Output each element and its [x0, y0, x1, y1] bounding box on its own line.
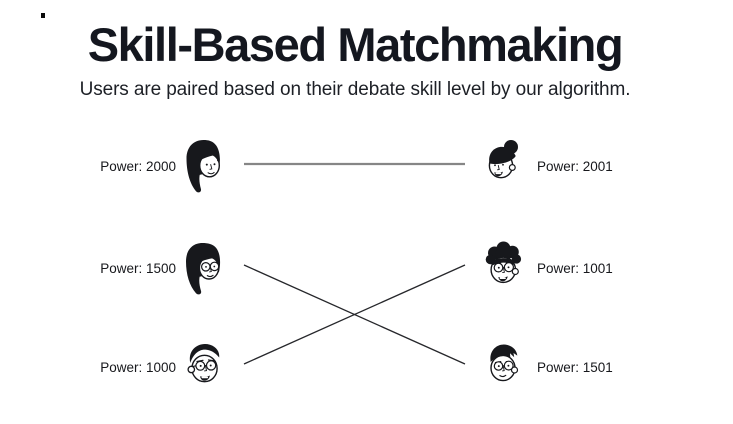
page-title: Skill-Based Matchmaking — [87, 18, 624, 71]
user-left-1000: Power: 1000 — [100, 339, 224, 395]
user-left-2000: Power: 2000 — [100, 138, 224, 194]
match-line — [243, 264, 466, 365]
avatar-woman-long-hair — [183, 139, 224, 193]
user-left-1500: Power: 1500 — [100, 240, 224, 296]
user-right-1001: Power: 1001 — [483, 240, 613, 296]
avatar-woman-hair-bun — [483, 139, 524, 193]
power-label: Power: 1001 — [537, 260, 613, 276]
power-label: Power: 1000 — [100, 359, 176, 375]
avatar-woman-long-hair-glasses — [183, 241, 224, 295]
power-label: Power: 2000 — [100, 158, 176, 174]
user-right-2001: Power: 2001 — [483, 138, 613, 194]
power-label: Power: 1501 — [537, 359, 613, 375]
avatar-man-short-hair-glasses — [483, 340, 524, 394]
stray-mark — [41, 13, 45, 18]
power-label: Power: 2001 — [537, 158, 613, 174]
user-right-1501: Power: 1501 — [483, 339, 613, 395]
header: Skill-Based Matchmaking Users are paired… — [0, 0, 710, 101]
avatar-man-side-part-glasses — [183, 340, 224, 394]
avatar-man-curly-hair-glasses — [483, 241, 524, 295]
page-subtitle: Users are paired based on their debate s… — [79, 79, 631, 100]
match-line — [243, 264, 466, 365]
power-label: Power: 1500 — [100, 260, 176, 276]
